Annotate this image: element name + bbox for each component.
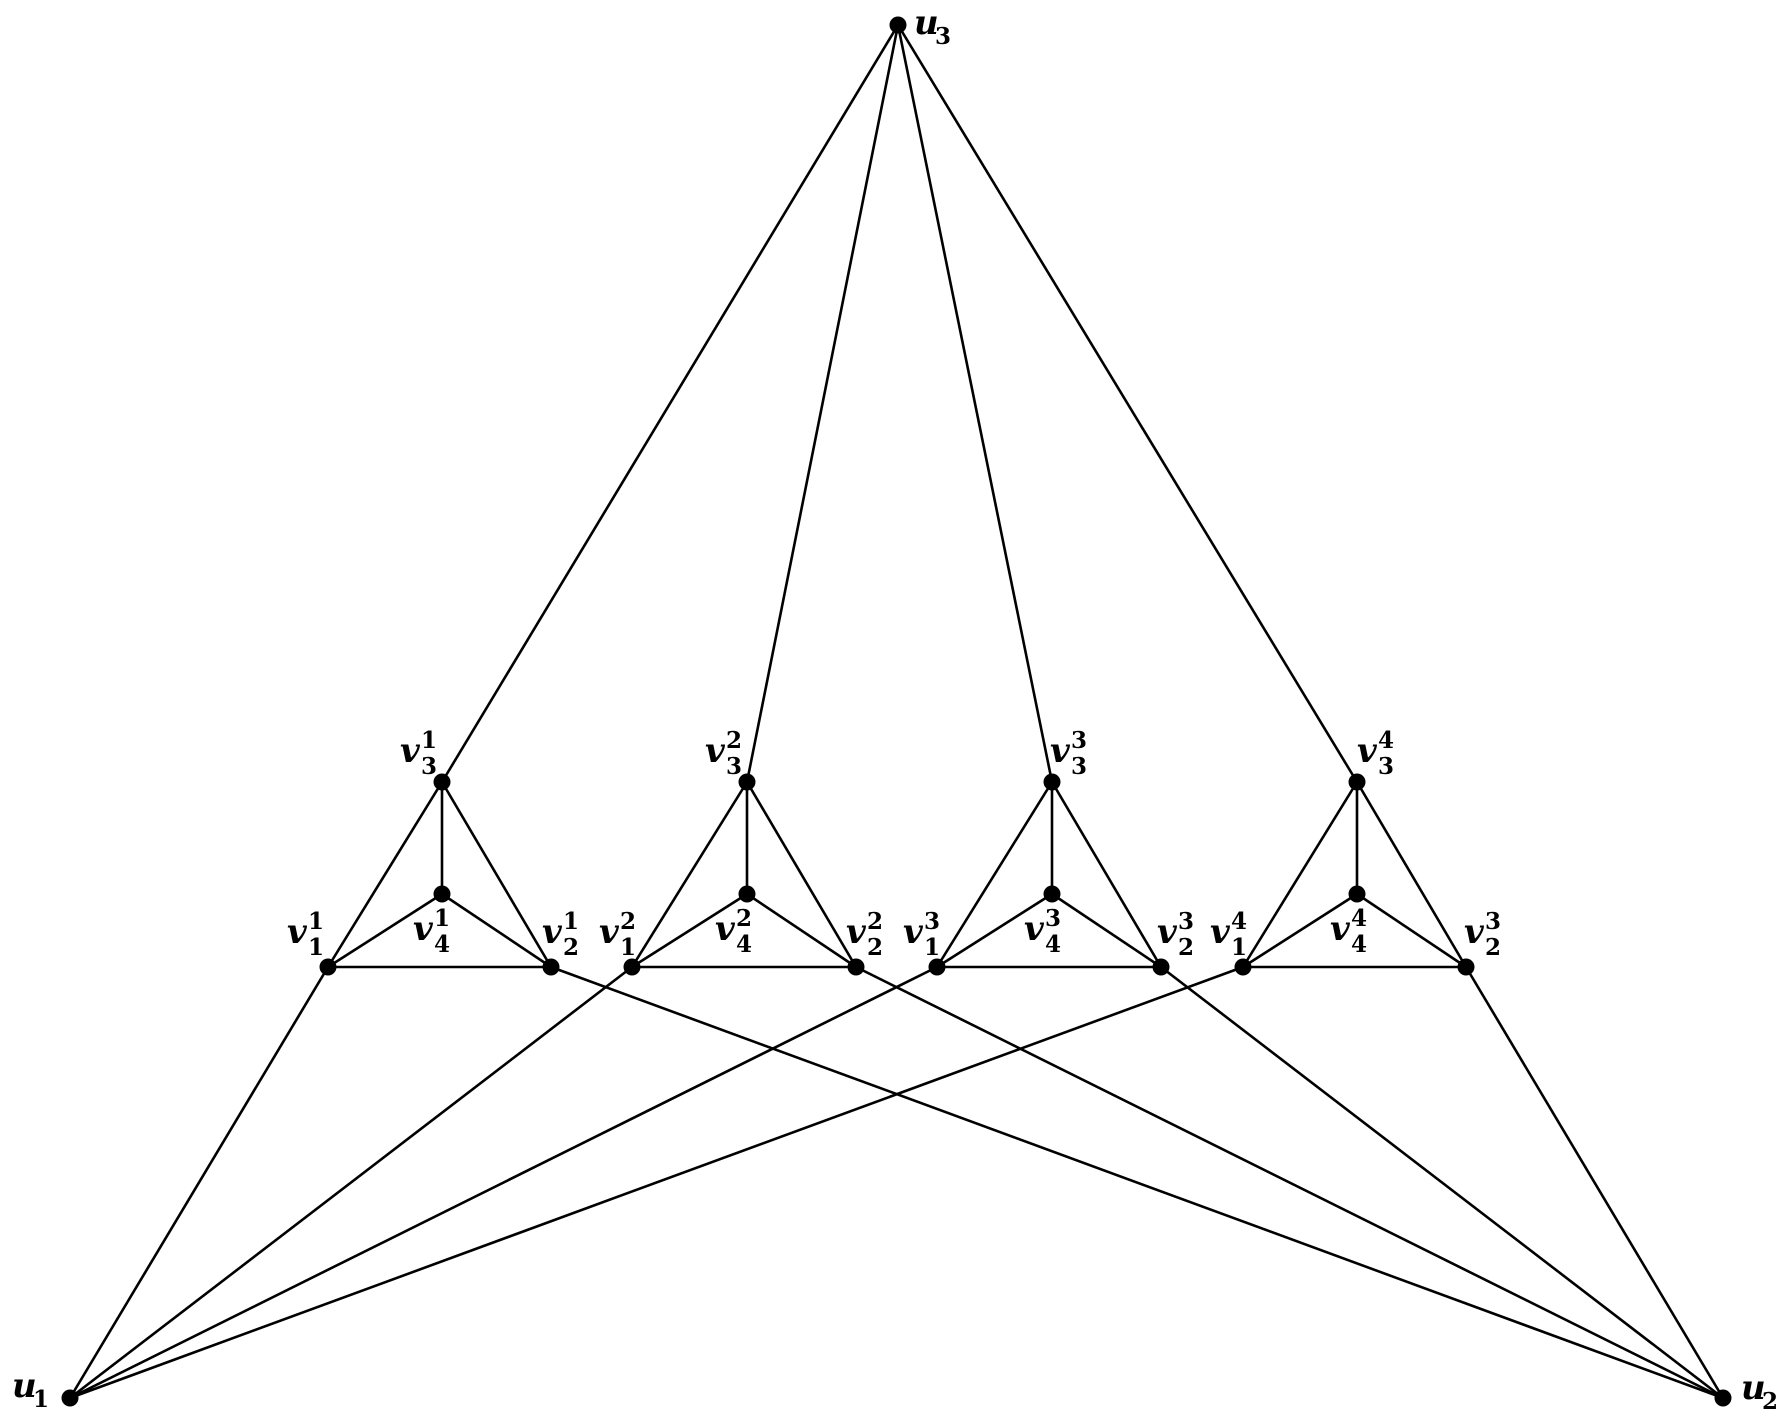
edge-u3-v3_2 [745, 24, 900, 783]
node-v1_4 [1234, 958, 1252, 976]
node-v4_3 [1043, 885, 1061, 903]
node-v3_4 [1348, 773, 1366, 791]
node-v3_3 [1043, 773, 1061, 791]
edge-v4_4-v1_4 [1242, 892, 1358, 969]
node-v4_1 [433, 885, 451, 903]
edge-v4_1-v2_1 [441, 892, 552, 969]
edge-v3_3-v1_3 [935, 781, 1054, 968]
edge-v3_3-v2_3 [1050, 781, 1163, 968]
edge-v3_4-v2_4 [1355, 781, 1468, 968]
node-u3 [889, 16, 907, 34]
edge-v3_2-v2_2 [745, 781, 858, 968]
edge-v4_1-v1_1 [327, 892, 443, 969]
edge-v3_2-v1_2 [630, 781, 749, 968]
label-u2: u2 [1741, 1368, 1778, 1411]
edge-u1-v1_1 [68, 966, 330, 1399]
node-u2 [1714, 1389, 1732, 1407]
edge-v4_2-v2_2 [746, 892, 857, 969]
nodes-layer [61, 16, 1732, 1407]
edge-v4_3-v1_3 [936, 892, 1053, 969]
edge-u2-v2_2 [855, 965, 1724, 1400]
edge-u3-v3_3 [896, 24, 1054, 783]
node-v1_1 [319, 958, 337, 976]
node-v2_2 [847, 958, 865, 976]
node-v4_2 [738, 885, 756, 903]
node-v2_4 [1457, 958, 1475, 976]
node-v1_3 [928, 958, 946, 976]
edges-layer [68, 24, 1725, 1400]
edge-u2-v2_3 [1160, 965, 1724, 1400]
edge-u1-v1_3 [69, 965, 938, 1400]
label-u3: u3 [914, 3, 951, 50]
edge-u1-v1_4 [69, 965, 1244, 1400]
edge-u2-v2_1 [550, 965, 1724, 1400]
node-v3_2 [738, 773, 756, 791]
edge-v3_1-v2_1 [440, 781, 553, 968]
node-v2_1 [542, 958, 560, 976]
node-u1 [61, 1389, 79, 1407]
edge-u1-v1_2 [69, 965, 633, 1400]
label-u1: u1 [12, 1366, 49, 1411]
edge-v4_3-v2_3 [1051, 892, 1162, 969]
node-v2_3 [1152, 958, 1170, 976]
edge-u3-v3_1 [440, 24, 900, 783]
edge-v3_4-v1_4 [1241, 781, 1359, 968]
edge-u2-v2_4 [1464, 966, 1725, 1399]
node-v1_2 [623, 958, 641, 976]
edge-v3_1-v1_1 [326, 781, 444, 968]
edge-u3-v3_4 [896, 24, 1359, 783]
edge-v4_2-v1_2 [631, 892, 748, 969]
edge-v4_4-v2_4 [1356, 892, 1467, 969]
node-v3_1 [433, 773, 451, 791]
node-v4_4 [1348, 885, 1366, 903]
